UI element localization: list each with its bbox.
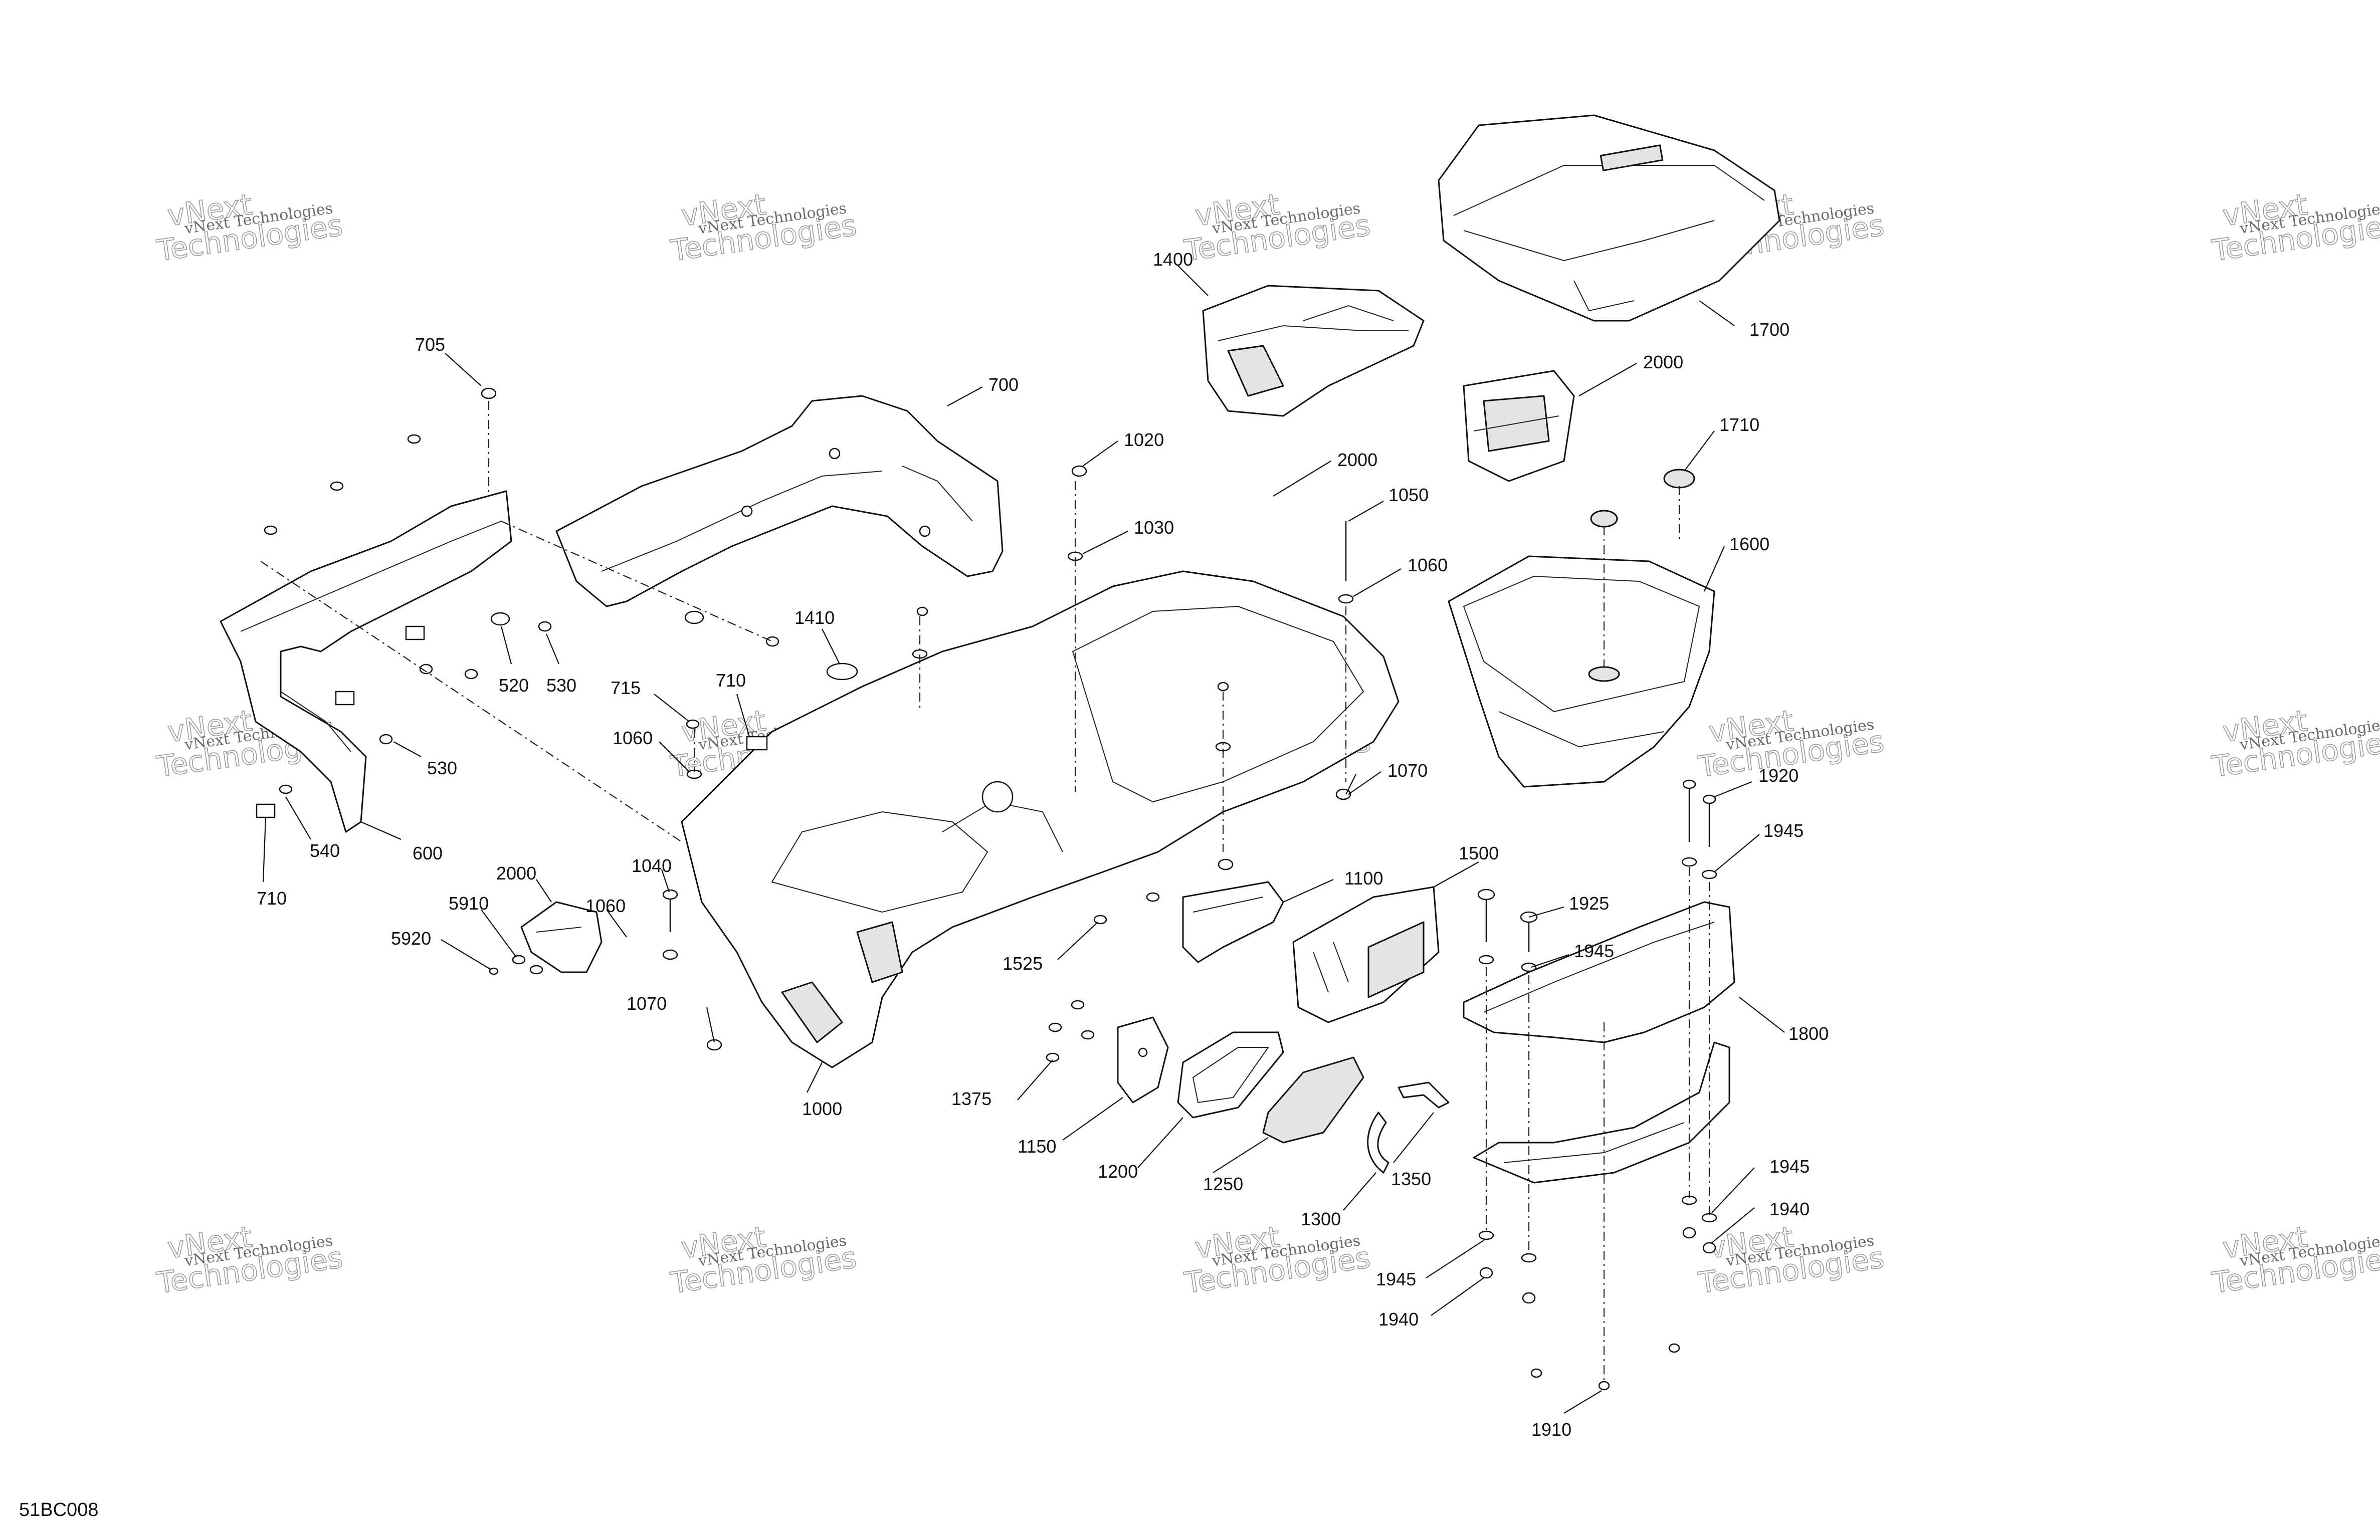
callout-1940-right: 1940 [1769, 1199, 1810, 1219]
callout-1800: 1800 [1789, 1023, 1829, 1044]
console-cover-1400 [1202, 285, 1425, 417]
callout-1050: 1050 [1389, 485, 1429, 505]
callout-1100: 1100 [1344, 868, 1383, 889]
vent-duct-1500 [1292, 886, 1440, 1023]
callout-1910: 1910 [1531, 1419, 1571, 1440]
side-bracket-600 [220, 490, 512, 833]
callout-1500: 1500 [1459, 843, 1499, 863]
callout-1030: 1030 [1134, 517, 1174, 538]
seat-cushion-1700 [1438, 114, 1780, 322]
figure-code: 51BC008 [19, 1499, 98, 1520]
callout-1410: 1410 [795, 607, 835, 628]
leader-lines [262, 265, 1785, 1414]
callout-1000: 1000 [802, 1098, 842, 1119]
callout-1040: 1040 [632, 855, 672, 876]
callout-710-lower: 710 [257, 888, 287, 909]
callout-1350: 1350 [1391, 1169, 1431, 1189]
main-body-1000 [681, 570, 1400, 1068]
callout-1945-right: 1945 [1769, 1156, 1810, 1177]
callout-1940-left: 1940 [1378, 1309, 1419, 1330]
grommets-1710 [1590, 469, 1695, 528]
callout-1020: 1020 [1124, 429, 1164, 450]
callout-5910: 5910 [449, 893, 489, 914]
callout-1925: 1925 [1569, 893, 1609, 914]
callout-1250: 1250 [1203, 1174, 1243, 1194]
callout-540: 540 [310, 840, 340, 861]
callout-2000-upper: 2000 [1643, 352, 1683, 372]
callout-1300: 1300 [1301, 1209, 1341, 1229]
callout-700: 700 [988, 374, 1019, 395]
callout-1700: 1700 [1749, 319, 1790, 340]
callout-1710: 1710 [1719, 414, 1759, 435]
callout-1060-right: 1060 [1408, 555, 1448, 575]
callout-1375: 1375 [951, 1088, 991, 1109]
latch-2000-upper [1463, 370, 1575, 482]
callout-710-upper: 710 [716, 670, 746, 691]
callout-530-lower: 530 [427, 758, 457, 778]
callout-1200: 1200 [1098, 1161, 1138, 1182]
rear-bracket-700 [555, 395, 1004, 607]
callout-5920: 5920 [391, 928, 431, 949]
callout-705: 705 [415, 334, 445, 355]
callout-1070-right: 1070 [1387, 760, 1428, 781]
speaker-bracket-1150 [1117, 1016, 1169, 1104]
latch-2000-lower [520, 901, 603, 973]
seal-1300-1350 [1367, 1081, 1450, 1174]
callout-1945-left: 1945 [1376, 1269, 1416, 1289]
callout-600: 600 [413, 843, 443, 863]
callout-715: 715 [611, 678, 641, 698]
callout-2000-lower: 2000 [496, 863, 536, 884]
speaker-bezel-1200 [1177, 1031, 1284, 1119]
callout-530-upper: 530 [546, 675, 576, 696]
callout-1945-mid: 1945 [1574, 941, 1614, 961]
hardware [256, 387, 1717, 1391]
callout-1525: 1525 [1003, 953, 1043, 974]
callout-1400: 1400 [1153, 249, 1193, 270]
callout-1920: 1920 [1758, 765, 1799, 786]
speaker-grille-1250 [1262, 1056, 1364, 1144]
callout-520: 520 [499, 675, 529, 696]
storage-bin-1600 [1448, 555, 1715, 788]
rear-rack-1800 [1463, 901, 1735, 1184]
callout-1060-left: 1060 [613, 728, 653, 748]
bracket-1100 [1182, 881, 1284, 963]
callout-1070-left: 1070 [627, 993, 667, 1014]
callout-1060-lower: 1060 [585, 896, 626, 916]
callout-2000-mid: 2000 [1337, 450, 1377, 470]
callout-labels: 705 700 1400 1700 2000 1020 2000 1710 10… [257, 249, 1829, 1440]
callout-1945-upper: 1945 [1763, 820, 1804, 841]
callout-1150: 1150 [1018, 1136, 1056, 1157]
callout-1600: 1600 [1729, 534, 1769, 554]
assembly-lines [260, 401, 1710, 1383]
